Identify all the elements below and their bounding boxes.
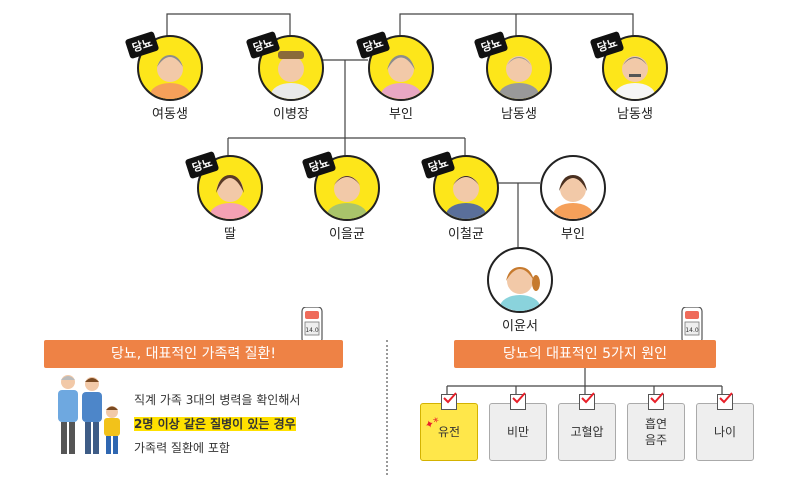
cause-heredity: ✦* 유전: [420, 392, 478, 461]
criteria-line-2-highlight: 2명 이상 같은 질병이 있는 경우: [134, 417, 296, 431]
cause-label: 흡연 음주: [644, 417, 668, 447]
person-name: 이병장: [273, 107, 309, 122]
family-icon: [58, 375, 120, 454]
elderly-man-hat-icon: [271, 51, 311, 99]
man-suit-icon: [446, 176, 486, 219]
person-portrait: [540, 155, 606, 221]
panel-divider: [386, 340, 388, 475]
causes-title: 당뇨의 대표적인 5가지 원인: [454, 340, 716, 368]
person-name: 이윤서: [502, 319, 538, 334]
person-name: 이철균: [448, 227, 484, 242]
criteria-line-3: 가족력 질환에 포함: [134, 441, 230, 455]
checkbox-icon: [579, 392, 595, 410]
family-history-title: 당뇨, 대표적인 가족력 질환!: [44, 340, 343, 368]
elderly-man-icon: [499, 56, 539, 99]
person-portrait: [197, 155, 263, 221]
checkbox-icon: [441, 392, 457, 410]
cause-label: 비만: [506, 425, 530, 439]
checkbox-icon: [648, 392, 664, 410]
elderly-man-mustache-icon: [615, 56, 655, 99]
elderly-woman-icon: [381, 55, 421, 99]
cause-label: 유전: [437, 425, 461, 439]
person-name: 부인: [389, 107, 413, 122]
checkbox-icon: [510, 392, 526, 410]
person-name: 이을균: [329, 227, 365, 242]
person-name: 남동생: [501, 107, 537, 122]
person-name: 여동생: [152, 107, 188, 122]
checkbox-icon: [717, 392, 733, 410]
cause-hypertension: 고혈압: [558, 392, 616, 461]
cause-label: 나이: [713, 425, 737, 439]
girl-icon: [500, 267, 540, 311]
glucose-meter-icon: 14.0: [680, 306, 704, 353]
family-illustration: [52, 372, 124, 458]
woman-icon: [553, 175, 593, 219]
meter-reading: 14.0: [305, 327, 319, 334]
cause-smoking-drinking: 흡연 음주: [627, 392, 685, 461]
elderly-woman-icon: [150, 55, 190, 99]
person-name: 남동생: [617, 107, 653, 122]
criteria-line-1: 직계 가족 3대의 병력을 확인해서: [134, 393, 301, 407]
person-portrait: [487, 247, 553, 313]
cause-age: 나이: [696, 392, 754, 461]
cause-obesity: 비만: [489, 392, 547, 461]
woman-icon: [210, 175, 250, 219]
meter-reading: 14.0: [685, 327, 699, 334]
person-name: 부인: [561, 227, 585, 242]
person-name: 딸: [224, 227, 236, 242]
cause-label: 고혈압: [570, 425, 604, 439]
man-icon: [327, 176, 367, 219]
